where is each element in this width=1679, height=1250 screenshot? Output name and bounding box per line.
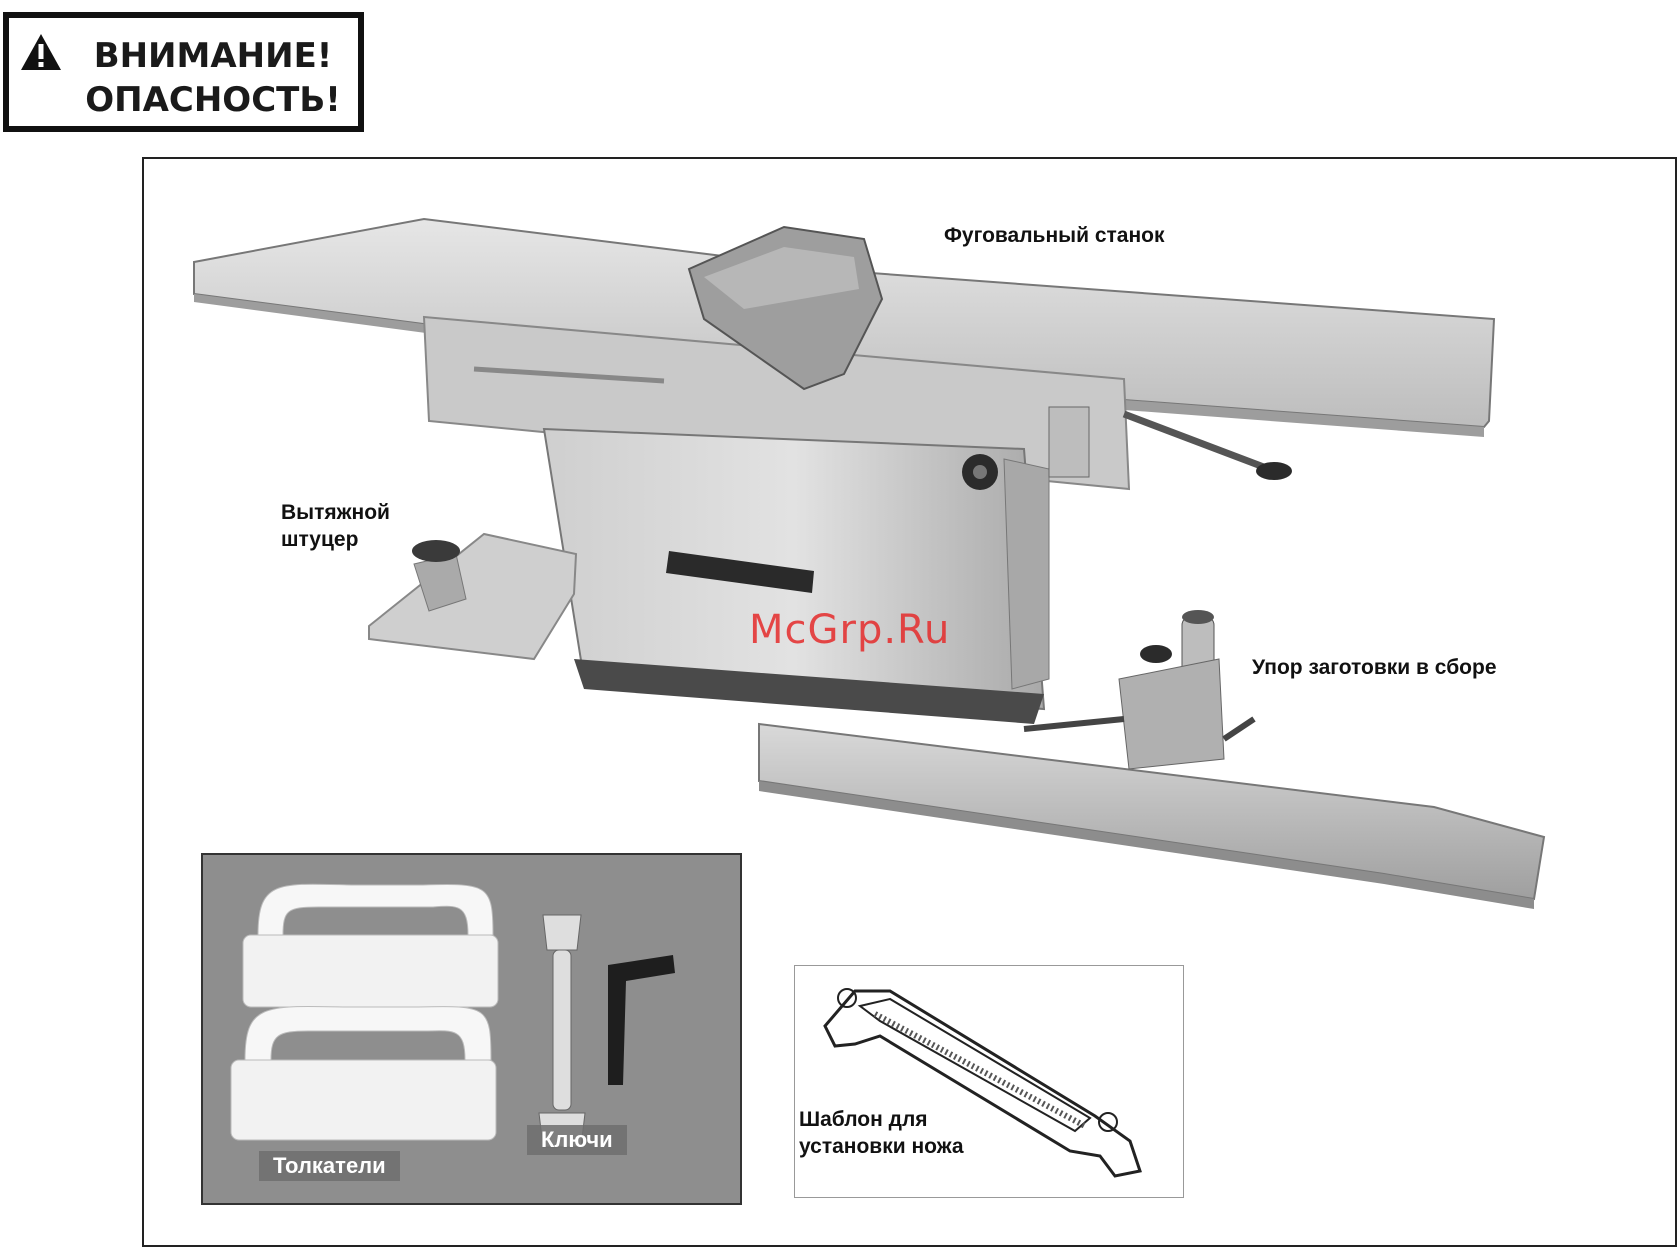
warning-line-1: ВНИМАНИЕ! xyxy=(73,34,353,78)
label-fence-assembly: Упор заготовки в сборе xyxy=(1252,654,1497,681)
label-knife-template-line-1: Шаблон для xyxy=(799,1106,964,1133)
warning-line-2: ОПАСНОСТЬ! xyxy=(73,78,353,122)
accessories-photo: Толкатели Ключи xyxy=(201,853,742,1205)
knife-template-illustration xyxy=(795,966,1185,1199)
label-wrenches: Ключи xyxy=(527,1125,627,1155)
label-jointer: Фуговальный станок xyxy=(944,222,1165,249)
knife-template-drawing: Шаблон для установки ножа xyxy=(794,965,1184,1198)
warning-text: ВНИМАНИЕ! ОПАСНОСТЬ! xyxy=(73,34,353,122)
label-push-blocks: Толкатели xyxy=(259,1151,400,1181)
label-dust-port-line-2: штуцер xyxy=(281,526,390,553)
jointer-figure: Фуговальный станок Вытяжной штуцер Упор … xyxy=(142,157,1677,1247)
label-knife-template: Шаблон для установки ножа xyxy=(799,1106,964,1160)
warning-triangle-icon xyxy=(19,32,63,72)
label-knife-template-line-2: установки ножа xyxy=(799,1133,964,1160)
label-dust-port-line-1: Вытяжной xyxy=(281,499,390,526)
label-dust-port: Вытяжной штуцер xyxy=(281,499,390,553)
watermark: McGrp.Ru xyxy=(749,607,950,653)
warning-banner: ВНИМАНИЕ! ОПАСНОСТЬ! xyxy=(3,12,364,132)
